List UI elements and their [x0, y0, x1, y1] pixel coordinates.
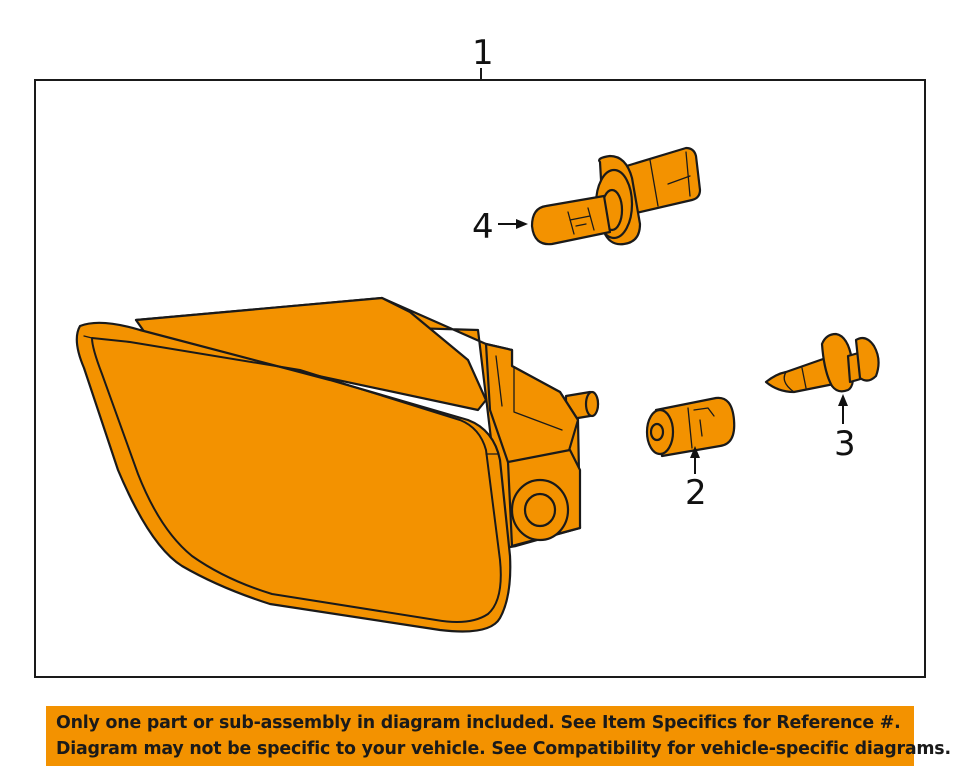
fog-lamp-assembly	[75, 296, 600, 633]
callout-3-label: 3	[834, 424, 856, 464]
callout-1-label: 1	[472, 33, 494, 73]
retainer-part-3	[764, 332, 880, 394]
callout-4: 4	[472, 207, 528, 247]
bulb-part-2	[645, 396, 736, 458]
callout-2: 2	[685, 446, 707, 513]
callout-4-label: 4	[472, 207, 494, 247]
disclaimer-banner: Only one part or sub-assembly in diagram…	[46, 706, 951, 766]
callout-2-label: 2	[685, 473, 707, 513]
bulb-with-socket-part-4	[530, 146, 702, 246]
fog-lamp-lens	[75, 321, 512, 633]
callout-3: 3	[834, 394, 856, 464]
disclaimer-line-2: Diagram may not be specific to your vehi…	[56, 739, 951, 759]
disclaimer-line-1: Only one part or sub-assembly in diagram…	[56, 713, 901, 733]
